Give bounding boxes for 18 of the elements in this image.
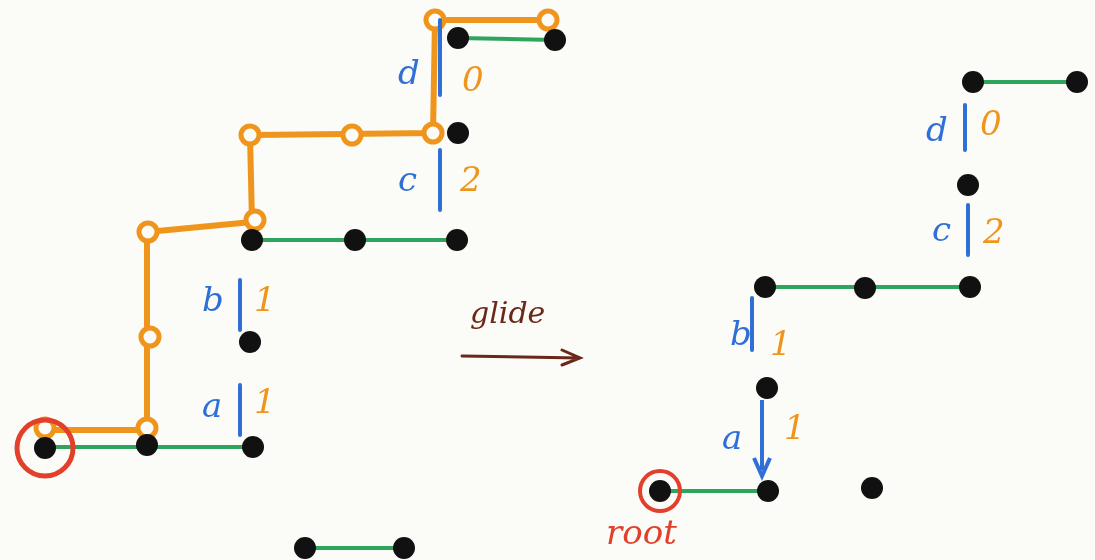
step-count: 0	[980, 106, 1002, 140]
step-count: 1	[254, 384, 276, 418]
step-label: b	[730, 316, 752, 350]
step-count: 2	[983, 214, 1005, 248]
step-count: 1	[784, 410, 806, 444]
step-count: 1	[254, 282, 276, 316]
step-count: 2	[460, 162, 482, 196]
step-count: 1	[770, 326, 792, 360]
arrow-label: glide	[470, 298, 546, 328]
step-label: d	[926, 112, 948, 146]
root-label: root	[606, 515, 677, 549]
step-label: c	[932, 212, 952, 246]
step-label: c	[398, 162, 418, 196]
step-label: a	[202, 388, 223, 422]
step-count: 0	[462, 62, 484, 96]
step-label: a	[722, 420, 743, 454]
step-label: d	[398, 55, 420, 89]
step-label: b	[202, 282, 224, 316]
